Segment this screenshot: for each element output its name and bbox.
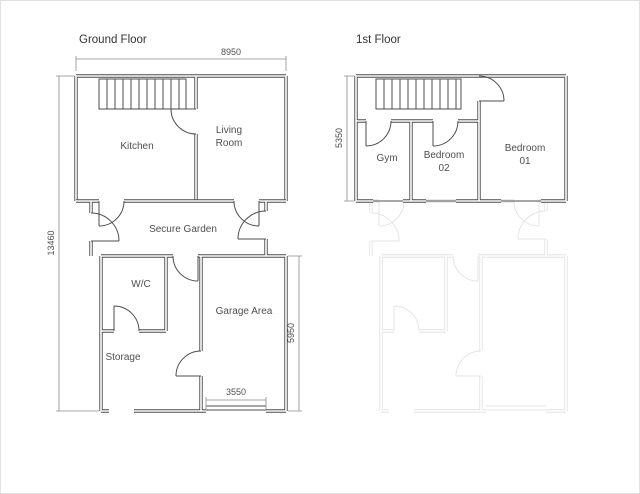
- room-label-garage: Garage Area: [216, 306, 273, 317]
- room-label-secure-garden: Secure Garden: [149, 224, 217, 235]
- ghost-ground-floor-under-first-floor: [354, 199, 568, 413]
- ground-stairs-icon: [98, 78, 187, 110]
- dim-garage-height-right: 5950: [286, 323, 296, 343]
- room-label-storage: Storage: [105, 352, 140, 363]
- ghost-walls: [354, 199, 568, 413]
- ground-kitchen-living-door: [170, 108, 197, 135]
- room-label-bedroom02-line1: Bedroom: [424, 150, 465, 161]
- room-label-bedroom01-line2: 01: [519, 156, 531, 167]
- ghost-doors: [370, 200, 547, 411]
- dim-garage-door-width-bottom: 3550: [226, 387, 246, 397]
- dimension-lines: [56, 56, 354, 412]
- ground-floor-title: Ground Floor: [79, 34, 147, 46]
- dim-ground-width-top: 8950: [221, 47, 241, 57]
- room-label-living-line1: Living: [216, 125, 242, 136]
- room-label-living-line2: Room: [216, 138, 243, 149]
- dim-ground-height-left: 13460: [46, 230, 56, 255]
- first-floor-doors: [365, 75, 505, 147]
- room-label-bedroom01-line1: Bedroom: [505, 143, 546, 154]
- dim-first-floor-height-left: 5350: [334, 128, 344, 148]
- room-label-kitchen: Kitchen: [120, 141, 153, 152]
- first-floor-title: 1st Floor: [356, 34, 401, 46]
- first-floor-stairs-icon: [375, 78, 462, 110]
- room-label-bedroom02-line2: 02: [438, 163, 450, 174]
- room-label-gym: Gym: [376, 153, 397, 164]
- room-label-wc: W/C: [131, 279, 150, 290]
- first-floor-plan: [354, 74, 568, 203]
- ground-floor-plan: [74, 74, 288, 413]
- ghost-walls-core: [355, 200, 567, 412]
